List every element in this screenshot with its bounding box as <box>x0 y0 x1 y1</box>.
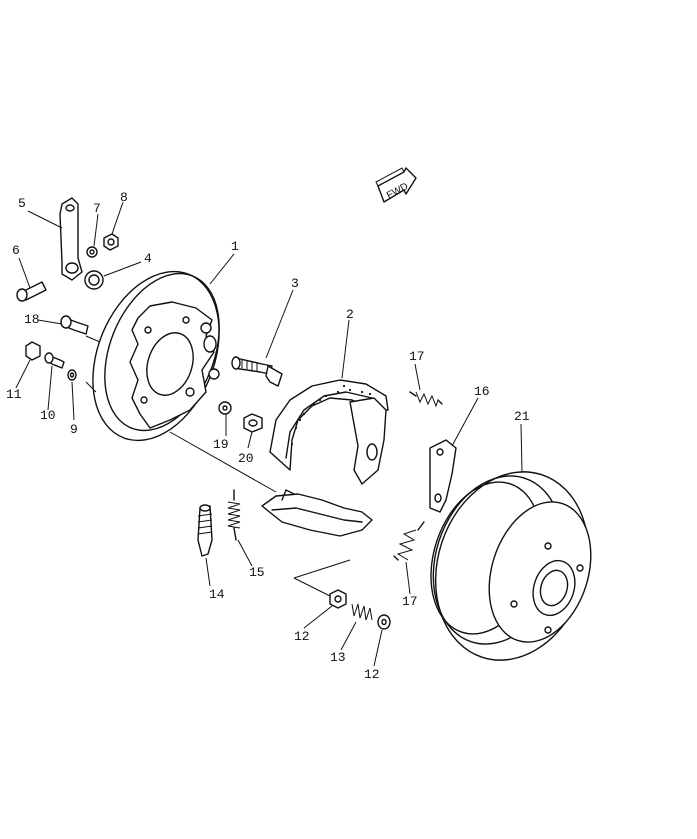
callout-6: 6 <box>12 243 20 258</box>
part-12-nut-right <box>377 614 391 630</box>
callout-12-left: 12 <box>294 629 310 644</box>
callout-12-right: 12 <box>364 667 380 682</box>
part-2-upper-brake-shoe <box>269 379 389 485</box>
part-16-plate <box>429 439 457 513</box>
callout-17-lower: 17 <box>402 594 418 609</box>
callout-20: 20 <box>238 451 254 466</box>
callout-16: 16 <box>474 384 490 399</box>
part-11-nut <box>25 341 41 361</box>
part-2-lower-brake-shoe <box>261 489 373 537</box>
part-15-spring <box>227 489 241 541</box>
callout-4: 4 <box>144 251 152 266</box>
callout-labels: 1 2 3 4 5 6 7 8 9 10 11 12 12 13 14 15 1… <box>6 190 530 682</box>
part-18-bolt <box>60 315 89 335</box>
callout-14: 14 <box>209 587 225 602</box>
part-3-cam-shaft <box>231 356 283 387</box>
callout-2: 2 <box>346 307 354 322</box>
part-8-nut <box>103 233 119 251</box>
callout-15: 15 <box>249 565 265 580</box>
part-1-backing-plate <box>92 270 220 442</box>
part-17-lower-spring <box>393 521 425 561</box>
leader-lines <box>15 201 523 667</box>
callout-7: 7 <box>93 201 101 216</box>
part-9-washer <box>67 369 77 381</box>
part-12-nut-left <box>329 589 347 609</box>
callout-19: 19 <box>213 437 229 452</box>
callout-8: 8 <box>120 190 128 205</box>
part-4-seal <box>84 270 104 290</box>
callout-11: 11 <box>6 387 22 402</box>
part-13-spring <box>351 603 373 621</box>
callout-21: 21 <box>514 409 530 424</box>
part-21-brake-drum <box>430 471 592 661</box>
part-7-washer <box>86 246 98 258</box>
callout-9: 9 <box>70 422 78 437</box>
callout-1: 1 <box>231 239 239 254</box>
callout-18: 18 <box>24 312 40 327</box>
fwd-direction-badge: FWD <box>375 167 417 203</box>
part-19-washer <box>218 401 232 415</box>
part-6-bolt <box>16 281 47 302</box>
callout-17-upper: 17 <box>409 349 425 364</box>
part-5-brake-lever <box>59 197 83 281</box>
callout-10: 10 <box>40 408 56 423</box>
part-14-adjuster <box>197 504 213 557</box>
callout-13: 13 <box>330 650 346 665</box>
part-20-nut <box>243 413 263 433</box>
part-10-bolt <box>44 352 65 369</box>
part-17-upper-spring <box>409 391 443 408</box>
callout-5: 5 <box>18 196 26 211</box>
callout-3: 3 <box>291 276 299 291</box>
